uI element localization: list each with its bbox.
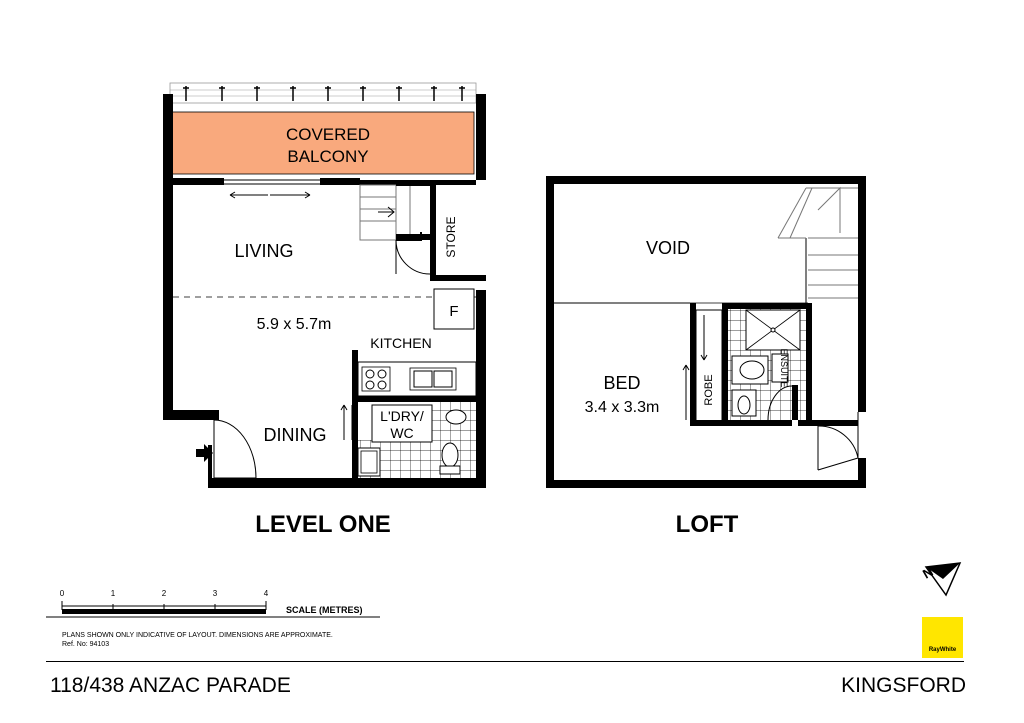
logo-text: RayWhite xyxy=(928,647,957,653)
void-label: VOID xyxy=(646,238,690,258)
property-address: 118/438 ANZAC PARADE xyxy=(50,674,291,697)
level-one-walls xyxy=(163,94,486,488)
scale-bar: 0 1 2 3 4 SCALE (METRES) xyxy=(46,589,380,618)
kitchen-bench xyxy=(352,350,477,400)
disclaimer-ref: Ref. No: 94103 xyxy=(62,641,110,648)
ensuite: ENSUITE xyxy=(690,303,812,426)
laundry-label-line2: WC xyxy=(390,425,413,441)
scale-label: SCALE (METRES) xyxy=(286,605,363,615)
level-one-title: LEVEL ONE xyxy=(255,511,391,538)
loft-door xyxy=(798,412,859,471)
robe-label: ROBE xyxy=(703,374,715,405)
bed-label: BED xyxy=(603,373,640,393)
disclaimer-line1: PLANS SHOWN ONLY INDICATIVE OF LAYOUT. D… xyxy=(62,632,333,639)
loft-title: LOFT xyxy=(676,511,739,538)
entry-arrow-icon xyxy=(196,444,213,462)
bed-dimension: 3.4 x 3.3m xyxy=(585,399,660,416)
scale-tick-1: 1 xyxy=(111,589,116,598)
disclaimer: PLANS SHOWN ONLY INDICATIVE OF LAYOUT. D… xyxy=(62,631,333,649)
balcony-label-line1: COVERED xyxy=(286,125,370,144)
laundry-label-line1: L'DRY/ xyxy=(380,408,424,424)
scale-tick-0: 0 xyxy=(60,589,65,598)
store-label: STORE xyxy=(444,216,458,257)
raywhite-logo: RayWhite xyxy=(922,617,963,658)
stair-lower xyxy=(359,184,430,241)
entry-door xyxy=(213,419,257,479)
balcony-label-line2: BALCONY xyxy=(287,147,368,166)
footer-divider xyxy=(46,661,964,662)
level-one-plan: COVERED BALCONY xyxy=(163,82,486,538)
loft-plan: ROBE ENSUITE xyxy=(546,176,866,538)
north-arrow-icon: N xyxy=(920,562,962,597)
ensuite-label: ENSUITE xyxy=(779,348,789,387)
scale-tick-3: 3 xyxy=(213,589,218,598)
fridge xyxy=(433,288,475,330)
property-suburb: KINGSFORD xyxy=(841,674,966,697)
robe: ROBE xyxy=(682,303,723,425)
balcony-area xyxy=(171,111,475,175)
store-room: STORE xyxy=(395,185,486,281)
stair-upper xyxy=(777,186,858,303)
dining-label: DINING xyxy=(264,425,327,445)
fridge-label: F xyxy=(449,303,458,320)
balcony-balustrade xyxy=(169,82,477,104)
kitchen-label: KITCHEN xyxy=(370,335,431,351)
loft-walls xyxy=(546,176,866,488)
living-label: LIVING xyxy=(234,241,293,261)
scale-tick-4: 4 xyxy=(264,589,269,598)
scale-tick-2: 2 xyxy=(162,589,167,598)
living-dimension: 5.9 x 5.7m xyxy=(257,316,332,333)
laundry-wc xyxy=(340,396,476,478)
sliding-door xyxy=(224,179,320,199)
